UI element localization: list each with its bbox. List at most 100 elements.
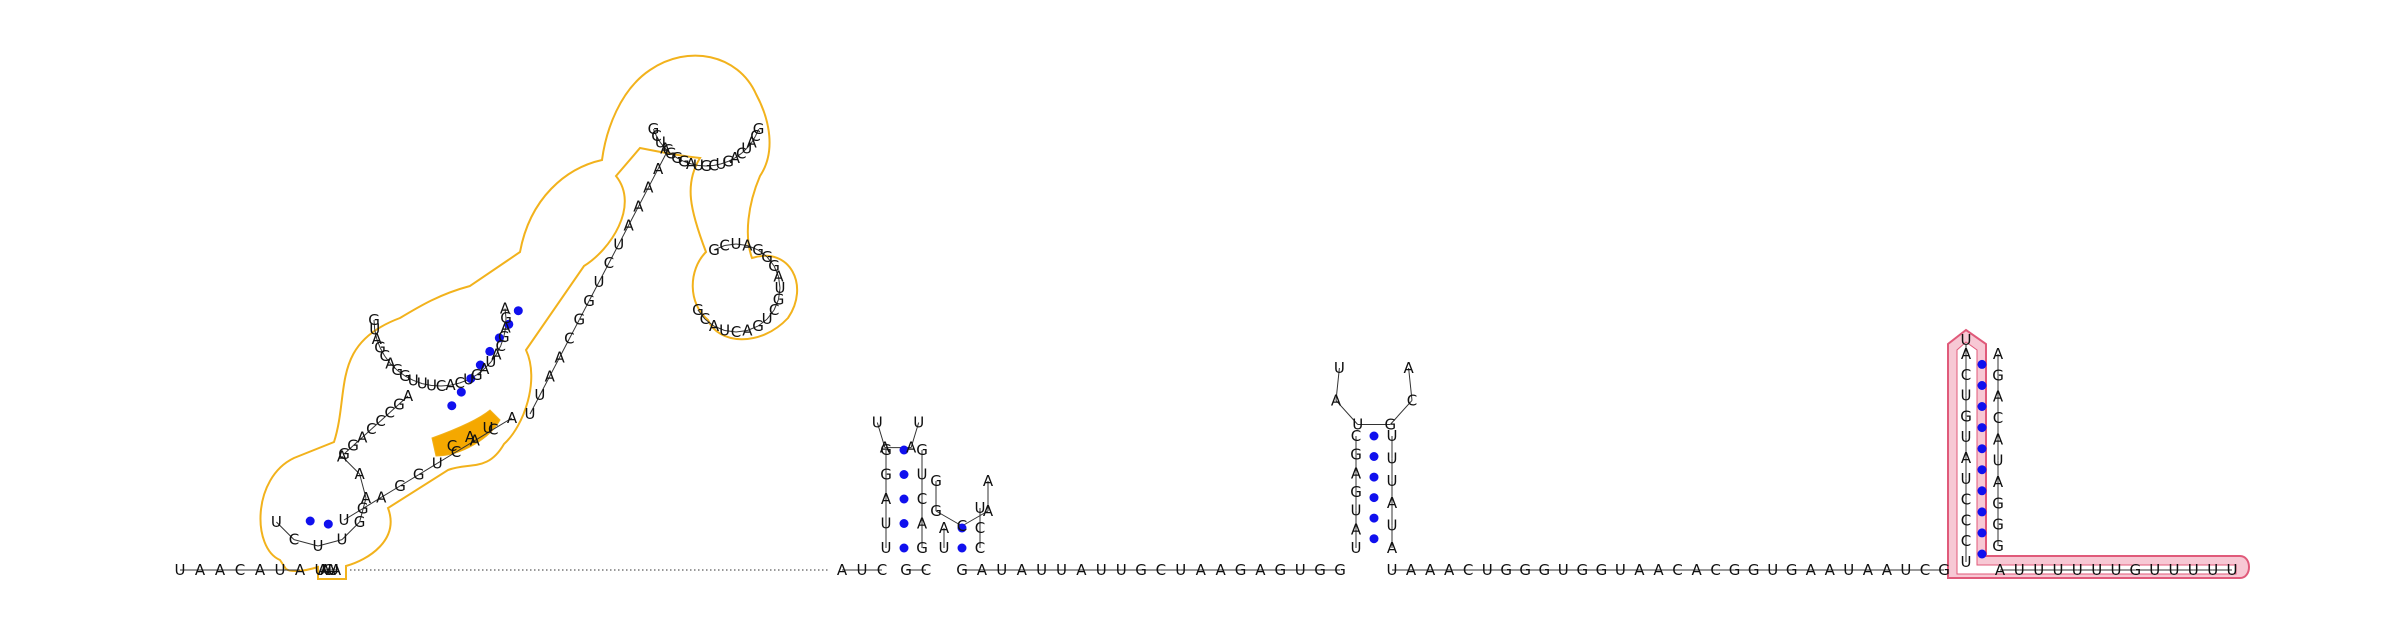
rhelix-right-base-4: U bbox=[1387, 517, 1398, 535]
left-down-base-9: G bbox=[573, 311, 585, 329]
backbone-link bbox=[450, 382, 460, 386]
backbone-link bbox=[766, 256, 775, 267]
base-pair-dot bbox=[305, 516, 315, 526]
left-upper-loop-base-16: A bbox=[479, 360, 490, 378]
left-hairpin-base-5: G bbox=[671, 149, 683, 167]
left-loop-base-0: U bbox=[271, 513, 282, 531]
backbone-link bbox=[374, 329, 378, 339]
left-down-base-0: C bbox=[663, 141, 673, 159]
backbone-link bbox=[876, 422, 886, 448]
backbone-link bbox=[483, 361, 492, 370]
base-pair-dot bbox=[1977, 402, 1987, 411]
helixA-right-base-3: A bbox=[917, 515, 928, 533]
left-upper-loop-base-14: U bbox=[463, 371, 474, 389]
backbone-link bbox=[588, 281, 600, 302]
backbone-link bbox=[398, 395, 409, 405]
left-return-base-4: A bbox=[326, 561, 337, 579]
left-upper-loop-base-6: G bbox=[391, 361, 403, 379]
left-tail-base-5: U bbox=[275, 561, 286, 579]
base-pair-dot bbox=[1977, 549, 1987, 559]
backbone-link bbox=[476, 368, 485, 376]
rhelix-left-base-0: U bbox=[1351, 539, 1362, 557]
left-hairpin2-base-12: G bbox=[752, 317, 764, 335]
backbone-link bbox=[746, 142, 752, 149]
left-hairpin2-base-5: G bbox=[761, 248, 773, 266]
left-loop-base-2: U bbox=[313, 537, 324, 555]
backbone-link bbox=[656, 135, 661, 143]
linker-base-11: G bbox=[1596, 561, 1608, 579]
pink-tail-base-8: U bbox=[2149, 561, 2160, 579]
left-hairpin2-base-1: C bbox=[719, 237, 729, 255]
rhelix-left-base-1: A bbox=[1351, 520, 1362, 538]
base-pair-dot bbox=[475, 360, 485, 370]
backbone-link bbox=[549, 357, 561, 377]
rhelix-left-base-4: A bbox=[1351, 464, 1362, 482]
left-base3-base-4: U bbox=[432, 454, 443, 472]
left-base3-base-5: G bbox=[413, 466, 425, 484]
connector-base-2: U bbox=[996, 561, 1007, 579]
phelix-left-base-5: A bbox=[1961, 449, 1972, 467]
rhelix-loop-base-0: U bbox=[1334, 359, 1345, 377]
connector-base-7: U bbox=[1096, 561, 1107, 579]
backbone-link bbox=[495, 345, 502, 355]
left-hairpin-base-15: U bbox=[741, 139, 752, 157]
left-hairpin-base-7: A bbox=[686, 155, 697, 173]
backbone-link bbox=[359, 473, 367, 499]
pink-tail-base-1: U bbox=[2014, 561, 2025, 579]
base-pair-dot bbox=[1369, 493, 1379, 503]
left-hairpin2-base-10: C bbox=[769, 301, 779, 319]
helixA-loop-base-0: U bbox=[872, 414, 883, 432]
left-stem-base-0: G bbox=[338, 445, 350, 463]
left-base3-base-7: A bbox=[376, 488, 387, 506]
helixA-left-base-3: G bbox=[880, 466, 892, 484]
left-hairpin2-base-3: A bbox=[742, 237, 753, 255]
linker-base-16: A bbox=[1691, 561, 1702, 579]
linker-base-27: U bbox=[1900, 561, 1911, 579]
gap5-base-1: U bbox=[857, 561, 868, 579]
linker-base-5: U bbox=[1482, 561, 1493, 579]
backbone-link bbox=[676, 157, 685, 162]
backbone-link bbox=[343, 508, 363, 521]
left-upper-loop-base-15: G bbox=[471, 366, 483, 384]
backbone-link bbox=[598, 262, 610, 283]
linker-base-22: A bbox=[1806, 561, 1817, 579]
left-upper-loop-base-13: C bbox=[454, 374, 464, 392]
backbone-link bbox=[1389, 400, 1413, 425]
helixA-left-base-4: G bbox=[880, 441, 892, 459]
backbone-link bbox=[384, 355, 391, 364]
helixB-left-base-1: A bbox=[939, 519, 950, 537]
backbone-link bbox=[389, 403, 400, 413]
backbone-link bbox=[751, 135, 756, 143]
gap5-base-0: A bbox=[837, 561, 848, 579]
helixA-right-base-2: C bbox=[917, 490, 927, 508]
backbone-link bbox=[390, 363, 398, 371]
connector-base-19: G bbox=[1334, 561, 1346, 579]
backbone-link bbox=[727, 157, 736, 162]
backbone-link bbox=[413, 379, 423, 385]
left-hairpin2-base-16: A bbox=[709, 317, 720, 335]
backbone-link bbox=[362, 496, 382, 510]
phelix-left-base-4: U bbox=[1961, 470, 1972, 488]
left-stem-base-4: C bbox=[375, 412, 385, 430]
backbone-link bbox=[1335, 367, 1340, 401]
helixB-loop-base-4: A bbox=[983, 472, 994, 490]
left-tail-base-2: A bbox=[215, 561, 226, 579]
left-upper-loop-base-20: G bbox=[498, 328, 510, 346]
left-down-base-7: U bbox=[594, 273, 605, 291]
linker-base-4: C bbox=[1463, 561, 1473, 579]
left-hairpin-base-6: G bbox=[678, 152, 690, 170]
linker-base-28: C bbox=[1920, 561, 1930, 579]
base-pair-dot bbox=[1369, 472, 1379, 482]
base-pair-dot bbox=[899, 445, 909, 455]
rhelix-loop-base-5: A bbox=[1403, 359, 1414, 377]
connector-base-15: A bbox=[1255, 561, 1266, 579]
pink-tail-base-7: G bbox=[2129, 561, 2141, 579]
backbone-link bbox=[747, 325, 759, 331]
backbone-link bbox=[559, 338, 570, 358]
left-hairpin2-base-6: G bbox=[768, 257, 780, 275]
backbone-link bbox=[380, 412, 391, 422]
rhelix-left-base-3: G bbox=[1350, 483, 1362, 501]
backbone-link bbox=[578, 300, 590, 320]
linker-base-18: G bbox=[1729, 561, 1741, 579]
